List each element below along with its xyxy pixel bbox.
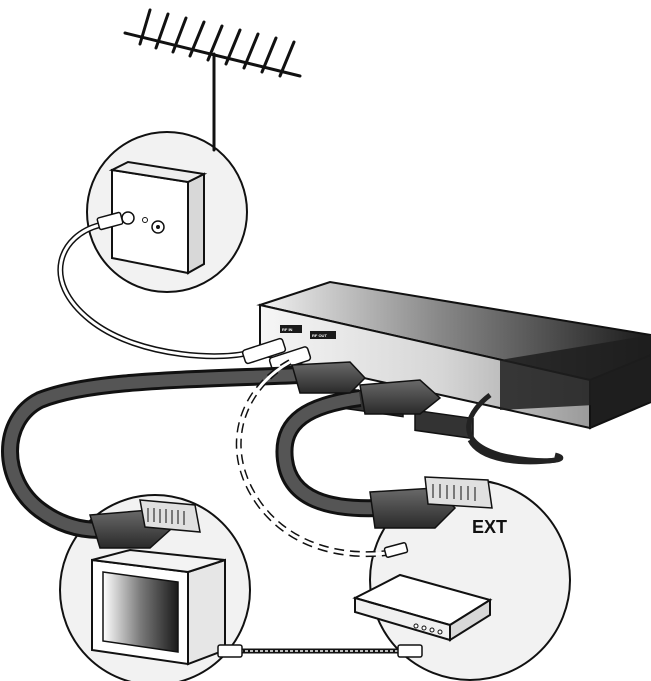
coax-plug [96,211,124,231]
rf-out-label: RF OUT [312,333,327,338]
vcr-rf-plug [383,542,409,558]
rf-plugs [241,337,312,372]
tv-icon [91,548,226,666]
rf-in-label: RF IN [282,327,293,332]
scart-connector-icon [291,361,442,415]
tv-vcr-coax-cable [217,644,423,658]
vcr-scart-connector: EXT [369,476,507,537]
wall-socket-icon [108,160,208,275]
ext-label: EXT [472,517,507,537]
antenna-icon [123,8,302,152]
tv-scart-connector [89,499,201,549]
vcr-icon [352,573,493,642]
